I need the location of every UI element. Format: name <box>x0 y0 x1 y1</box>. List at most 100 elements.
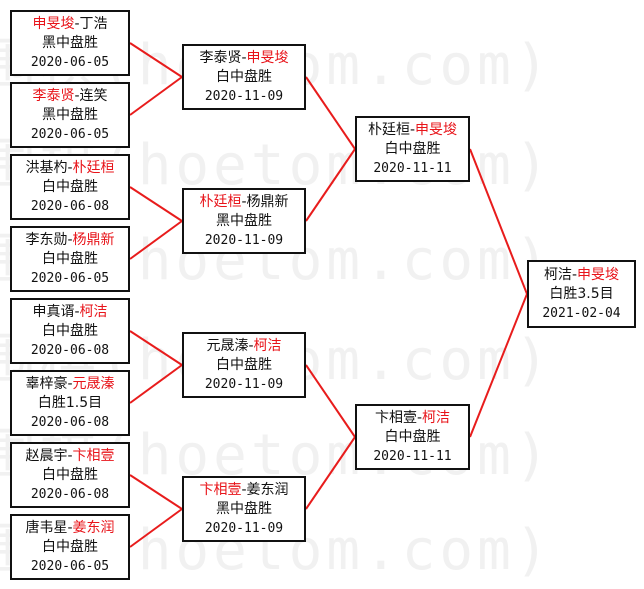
bracket-connector <box>305 148 356 222</box>
player-black: 赵晨宇 <box>25 447 68 464</box>
bracket-connector <box>469 148 528 295</box>
player-white: 柯洁 <box>79 303 108 320</box>
match-date: 2020-06-05 <box>30 558 110 574</box>
match-result: 白中盘胜 <box>42 250 98 267</box>
bracket-connector <box>469 293 528 438</box>
match-result: 黑中盘胜 <box>216 500 272 517</box>
versus-dash: - <box>67 159 73 176</box>
player-white: 柯洁 <box>253 337 282 354</box>
match-date: 2020-06-05 <box>30 270 110 286</box>
player-black: 唐韦星 <box>25 519 68 536</box>
match-date: 2020-11-09 <box>204 88 284 104</box>
quarterfinal-match: 李泰贤-申旻埈白中盘胜 2020-11-09 <box>182 44 306 110</box>
bracket-connector <box>129 186 183 222</box>
match-players: 申旻埈-丁浩 <box>32 15 107 34</box>
player-black: 李东勋 <box>25 231 68 248</box>
match-players: 元晟溱-柯洁 <box>206 337 281 356</box>
bracket-connector <box>129 220 183 260</box>
player-white: 朴廷桓 <box>72 159 115 176</box>
match-result: 白胜3.5目 <box>549 285 614 302</box>
player-white: 卞相壹 <box>72 447 115 464</box>
match-result: 黑中盘胜 <box>42 106 98 123</box>
player-black: 李泰贤 <box>32 87 75 104</box>
player-white: 连笑 <box>79 87 108 104</box>
match-result: 白中盘胜 <box>42 538 98 555</box>
player-black: 朴廷桓 <box>367 121 410 138</box>
match-result: 黑中盘胜 <box>42 34 98 51</box>
player-white: 申旻埈 <box>246 49 289 66</box>
match-players: 柯洁-申旻埈 <box>544 266 619 285</box>
bracket-connector <box>305 364 356 438</box>
final-match: 柯洁-申旻埈白胜3.5目 2021-02-04 <box>527 260 636 328</box>
round1-match: 李东勋-杨鼎新白中盘胜 2020-06-05 <box>10 226 130 292</box>
player-white: 杨鼎新 <box>246 193 289 210</box>
versus-dash: - <box>241 49 247 66</box>
match-date: 2021-02-04 <box>542 305 621 321</box>
player-black: 申旻埈 <box>32 15 75 32</box>
player-white: 姜东润 <box>72 519 115 536</box>
bracket-connector <box>129 474 183 510</box>
bracket-connector <box>129 330 183 366</box>
versus-dash: - <box>67 519 73 536</box>
match-result: 白中盘胜 <box>384 140 441 157</box>
match-date: 2020-11-09 <box>204 376 284 392</box>
player-black: 辜梓豪 <box>25 375 68 392</box>
match-players: 朴廷桓-杨鼎新 <box>199 193 288 212</box>
player-black: 柯洁 <box>543 266 572 283</box>
versus-dash: - <box>571 266 578 283</box>
match-players: 洪基杓-朴廷桓 <box>25 159 114 178</box>
match-date: 2020-06-05 <box>30 54 110 70</box>
player-black: 卞相壹 <box>199 481 242 498</box>
versus-dash: - <box>67 375 73 392</box>
versus-dash: - <box>74 303 80 320</box>
match-players: 申真谞-柯洁 <box>32 303 107 322</box>
match-date: 2020-06-05 <box>30 126 110 142</box>
player-black: 朴廷桓 <box>199 193 242 210</box>
match-players: 卞相壹-姜东润 <box>199 481 288 500</box>
versus-dash: - <box>74 87 80 104</box>
versus-dash: - <box>248 337 254 354</box>
player-black: 申真谞 <box>32 303 75 320</box>
match-date: 2020-11-09 <box>204 520 284 536</box>
player-white: 姜东润 <box>246 481 289 498</box>
match-players: 朴廷桓-申旻埈 <box>368 121 457 140</box>
match-players: 唐韦星-姜东润 <box>25 519 114 538</box>
match-players: 李泰贤-连笑 <box>32 87 107 106</box>
match-players: 赵晨宇-卞相壹 <box>25 447 114 466</box>
match-result: 白中盘胜 <box>216 68 272 85</box>
player-black: 元晟溱 <box>206 337 249 354</box>
match-date: 2020-06-08 <box>30 342 110 358</box>
bracket-connector <box>129 364 183 404</box>
player-black: 李泰贤 <box>199 49 242 66</box>
match-players: 辜梓豪-元晟溱 <box>25 375 114 394</box>
match-result: 白中盘胜 <box>42 322 98 339</box>
versus-dash: - <box>67 447 73 464</box>
match-players: 李东勋-杨鼎新 <box>25 231 114 250</box>
player-white: 杨鼎新 <box>72 231 115 248</box>
bracket-connector <box>305 436 356 510</box>
versus-dash: - <box>409 121 416 138</box>
player-black: 洪基杓 <box>25 159 68 176</box>
match-result: 白胜1.5目 <box>37 394 103 411</box>
player-white: 申旻埈 <box>415 121 458 138</box>
player-white: 元晟溱 <box>72 375 115 392</box>
round1-match: 申旻埈-丁浩黑中盘胜 2020-06-05 <box>10 10 130 76</box>
versus-dash: - <box>241 481 247 498</box>
match-result: 黑中盘胜 <box>216 212 272 229</box>
match-date: 2020-06-08 <box>30 198 110 214</box>
match-date: 2020-06-08 <box>30 486 110 502</box>
match-result: 白中盘胜 <box>42 178 98 195</box>
player-white: 丁浩 <box>79 15 108 32</box>
